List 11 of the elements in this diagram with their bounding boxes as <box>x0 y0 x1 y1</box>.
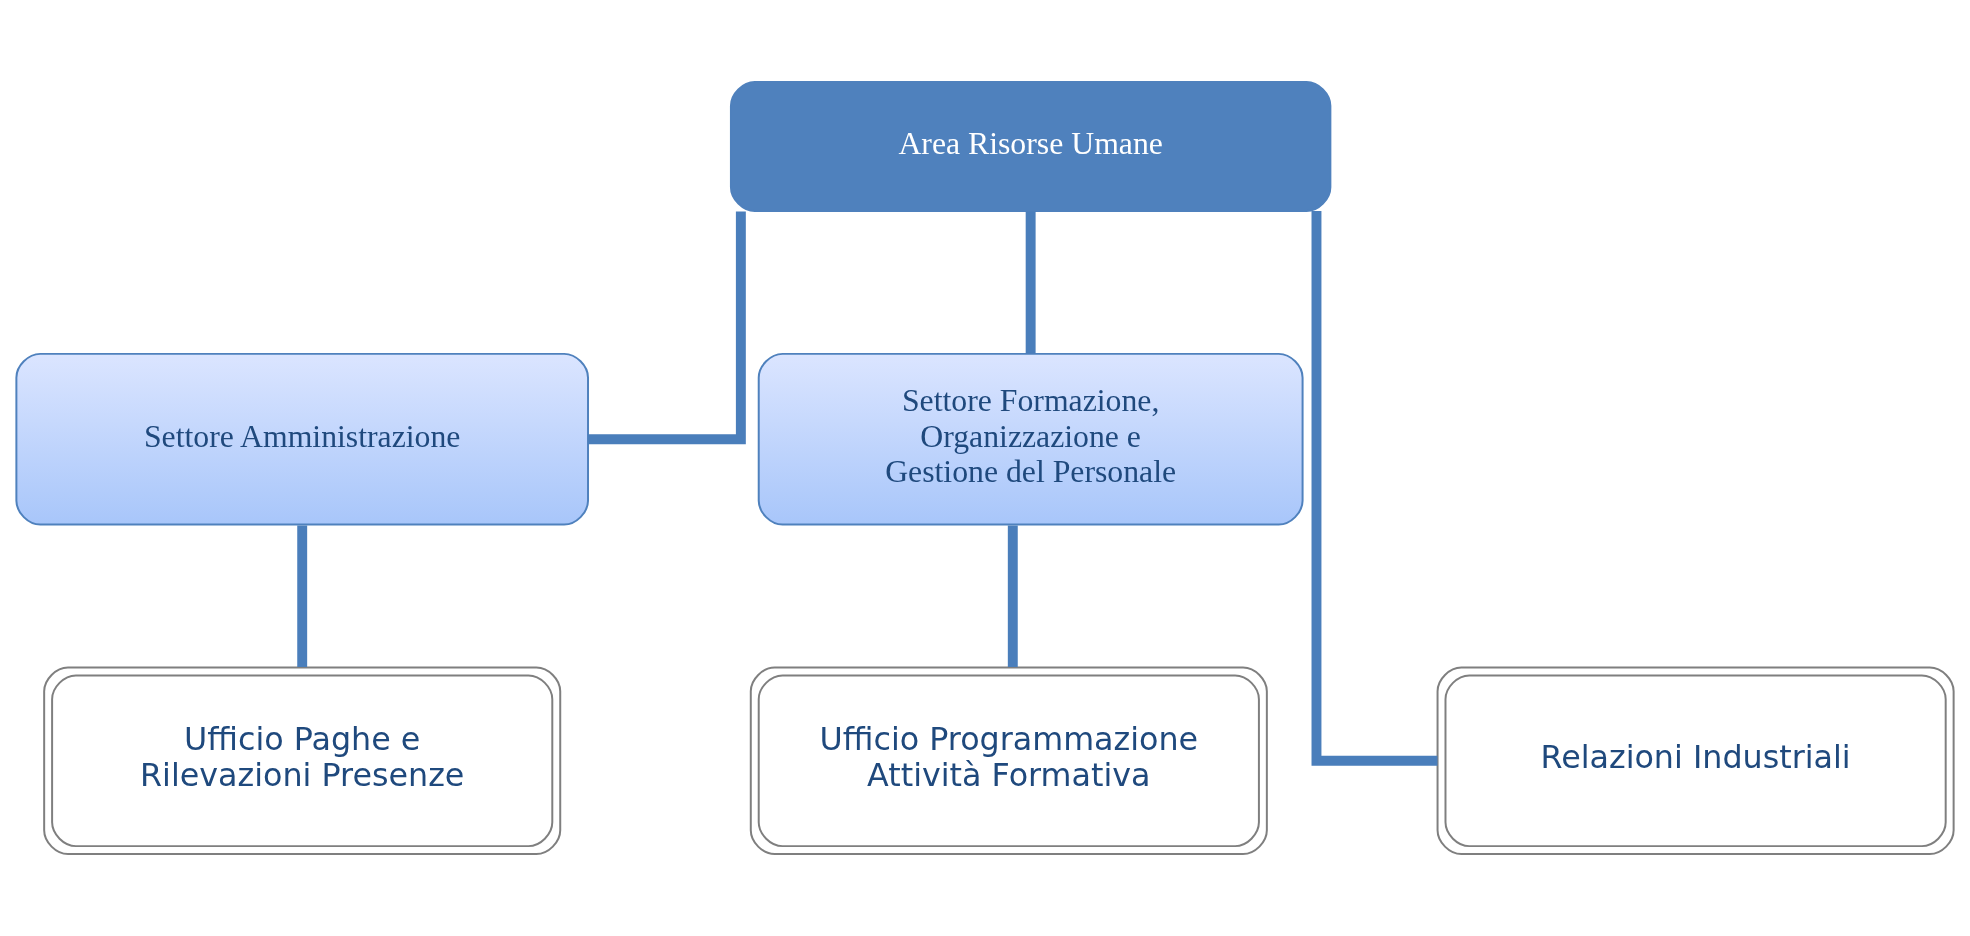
connector <box>588 211 746 445</box>
node-box: Ufficio Paghe e Rilevazioni Presenze <box>43 666 562 856</box>
node-box: Relazioni Industriali <box>1436 666 1955 856</box>
connector <box>1007 525 1018 667</box>
node-box: Settore Amministrazione <box>15 352 589 526</box>
connector <box>1025 211 1036 354</box>
connector <box>1311 211 1438 766</box>
node-box: Ufficio Programmazione Attività Formativa <box>749 666 1268 856</box>
connector <box>297 525 308 667</box>
node-box: Settore Formazione, Organizzazione e Gestione del Personale <box>757 352 1304 526</box>
node-box: Area Risorse Umane <box>729 80 1332 212</box>
